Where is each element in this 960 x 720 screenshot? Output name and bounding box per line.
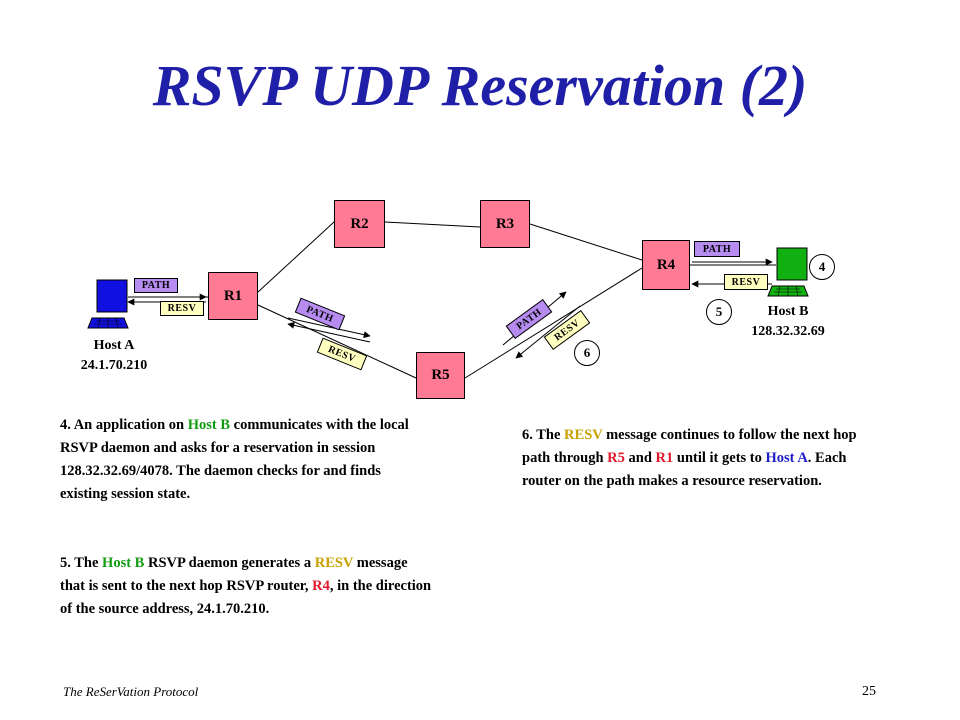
step-5-text: 5. The Host B RSVP daemon generates a RE… bbox=[60, 552, 435, 621]
step-6-text: 6. The RESV message continues to follow … bbox=[522, 424, 888, 493]
step-5-host-b: Host B bbox=[102, 555, 145, 571]
host-b-name: Host B bbox=[767, 304, 809, 319]
router-r4: R4 bbox=[642, 240, 690, 290]
step-4-text-a: 4. An application on bbox=[60, 417, 188, 433]
path-label-host-a: PATH bbox=[134, 278, 178, 293]
resv-label-host-b: RESV bbox=[724, 274, 768, 290]
step-5-text-c: message that is sent to the next hop RSV… bbox=[60, 555, 408, 594]
footer-title: The ReSerVation Protocol bbox=[63, 684, 199, 699]
step-6-r1: R1 bbox=[655, 450, 674, 466]
host-a-address: 24.1.70.210 bbox=[80, 358, 148, 373]
arrow-resv-r5-r1 bbox=[287, 321, 371, 343]
link-r5-r4 bbox=[464, 267, 643, 379]
path-label-host-b: PATH bbox=[694, 241, 740, 257]
step-5-text-b: RSVP daemon generates a bbox=[144, 555, 315, 571]
step-5-r4: R4 bbox=[312, 578, 330, 594]
host-a-name: Host A bbox=[93, 338, 135, 353]
host-a-label: Host A 24.1.70.210 bbox=[56, 336, 172, 376]
step-5-resv: RESV bbox=[314, 555, 354, 571]
step-6-host-a: Host A bbox=[765, 450, 808, 466]
host-a-computer-icon bbox=[87, 279, 129, 329]
host-b-label: Host B 128.32.32.69 bbox=[730, 302, 846, 342]
step-badge-4: 4 bbox=[809, 254, 835, 280]
step-5-text-d: , in the direction of the source address… bbox=[60, 578, 432, 617]
host-b-computer-icon bbox=[767, 247, 809, 297]
slide-title: RSVP UDP Reservation (2) bbox=[152, 53, 808, 118]
arrow-path-r1-r5 bbox=[287, 317, 371, 339]
step-5-text-a: 5. The bbox=[60, 555, 103, 571]
step-6-text-e: . Each router on the path makes a resour… bbox=[522, 450, 847, 489]
step-6-text-c: and bbox=[624, 450, 656, 466]
router-r1: R1 bbox=[208, 272, 258, 320]
arrow-resv-r4-r5 bbox=[515, 305, 581, 359]
step-6-resv: RESV bbox=[564, 427, 603, 443]
link-r2-r3 bbox=[384, 221, 481, 228]
link-r1-r2 bbox=[257, 221, 335, 293]
host-b-address: 128.32.32.69 bbox=[751, 324, 825, 339]
router-r3: R3 bbox=[480, 200, 530, 248]
page-number: 25 bbox=[862, 684, 876, 699]
step-4-text-b: communicates with the local RSVP daemon … bbox=[60, 417, 409, 502]
step-badge-5: 5 bbox=[706, 299, 732, 325]
link-r3-r4 bbox=[529, 223, 643, 261]
link-r1-r5 bbox=[257, 304, 417, 379]
step-4-host-b: Host B bbox=[187, 417, 231, 433]
router-r5: R5 bbox=[416, 352, 465, 399]
step-4-text: 4. An application on Host B communicates… bbox=[60, 414, 432, 506]
resv-label-host-a: RESV bbox=[160, 301, 204, 316]
router-r2: R2 bbox=[334, 200, 385, 248]
step-6-text-a: 6. The bbox=[522, 427, 565, 443]
step-6-text-d: until it gets to bbox=[673, 450, 766, 466]
step-6-r5: R5 bbox=[607, 450, 625, 466]
step-6-text-b: message continues to follow the next hop… bbox=[522, 427, 857, 466]
step-badge-6: 6 bbox=[574, 340, 600, 366]
